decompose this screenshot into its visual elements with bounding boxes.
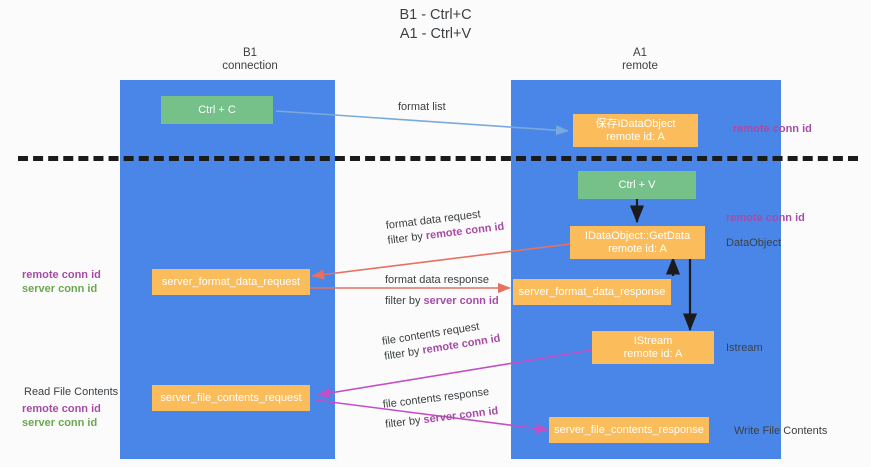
filter-prefix: filter by (386, 230, 427, 247)
annotation-right-remote-conn-id-top: remote conn id (733, 123, 812, 135)
node-server-format-data-request[interactable]: server_format_data_request (152, 269, 310, 295)
node-server-file-contents-response[interactable]: server_file_contents_response (549, 417, 709, 443)
annotation-right-istream: Istream (726, 342, 763, 354)
annotation-left-bottom-server-conn-id: server conn id (22, 417, 98, 429)
annotation-left-conn-ids: remote conn id server conn id (22, 268, 101, 296)
annotation-right-write-file-contents: Write File Contents (734, 425, 828, 437)
node-ctrl-v[interactable]: Ctrl + V (578, 171, 696, 199)
annotation-left-bottom-conn-ids: remote conn id server conn id (22, 402, 101, 430)
filter-prefix: filter by (385, 295, 424, 307)
edge-label-format-data-request-group: format data request filter by remote con… (385, 205, 505, 249)
node-ctrl-c[interactable]: Ctrl + C (161, 96, 273, 124)
phase-divider (18, 156, 858, 161)
node-istream[interactable]: IStream remote id: A (592, 331, 714, 364)
edge-label-format-data-response-filter: filter by server conn id (385, 294, 499, 309)
edge-label-format-list: format list (398, 101, 446, 113)
edge-label-file-contents-request-group: file contents request filter by remote c… (381, 317, 502, 365)
annotation-right-remote-conn-id-mid: remote conn id (726, 212, 805, 224)
filter-key: server conn id (422, 404, 499, 427)
node-idataobject-getdata[interactable]: IDataObject::GetData remote id: A (570, 226, 705, 259)
edge-label-format-data-response-group: format data response filter by server co… (385, 273, 499, 309)
annotation-left-server-conn-id: server conn id (22, 283, 98, 295)
lane-header-a1: A1 remote (622, 47, 658, 72)
annotation-right-dataobject: DataObject (726, 237, 782, 249)
edge-label-format-data-response: format data response (385, 274, 489, 286)
filter-prefix: filter by (384, 414, 425, 431)
filter-key: server conn id (423, 295, 499, 307)
node-save-idataobject[interactable]: 保存IDataObject remote id: A (573, 114, 698, 147)
node-server-format-data-response[interactable]: server_format_data_response (513, 279, 671, 305)
annotation-left-bottom-remote-conn-id: remote conn id (22, 403, 101, 415)
page-title: B1 - Ctrl+C A1 - Ctrl+V (399, 7, 472, 42)
lane-header-b1: B1 connection (222, 47, 278, 72)
annotation-left-read-file-contents: Read File Contents (24, 386, 119, 398)
edge-label-file-contents-response-group: file contents response filter by server … (382, 384, 499, 433)
node-server-file-contents-request[interactable]: server_file_contents_request (152, 385, 310, 411)
annotation-left-remote-conn-id: remote conn id (22, 269, 101, 281)
